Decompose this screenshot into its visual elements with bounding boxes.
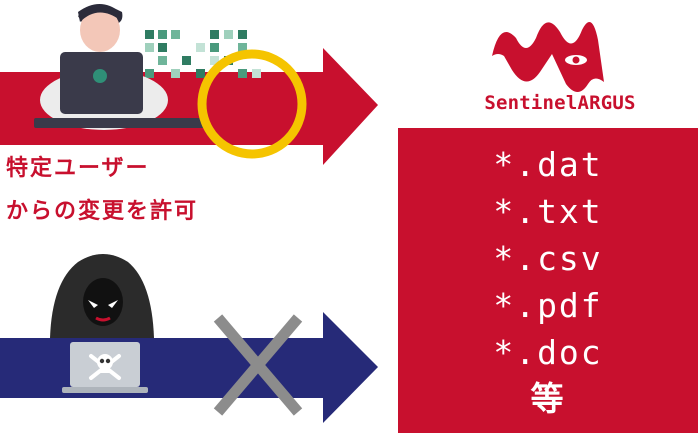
skull-crossbones-icon (89, 354, 121, 380)
extension-list-panel: *.dat *.txt *.csv *.pdf *.doc 等 (398, 128, 698, 433)
sentinelargus-logo-icon (492, 22, 604, 92)
authorized-user-illustration (34, 4, 206, 130)
extensions-suffix: 等 (530, 379, 566, 418)
extension-item: *.csv (493, 239, 603, 278)
extension-item: *.txt (493, 192, 603, 231)
caption-line-2: からの変更を許可 (6, 199, 199, 224)
extension-item: *.pdf (493, 286, 603, 325)
extension-item: *.dat (493, 145, 603, 184)
caption-line-1: 特定ユーザー (6, 156, 150, 181)
data-pixels-decoration (145, 30, 261, 78)
deny-cross-icon (213, 314, 303, 416)
extension-item: *.doc (493, 333, 603, 372)
allow-circle-icon (197, 49, 307, 159)
brand-name: SentinelARGUS (484, 92, 636, 114)
attacker-illustration (50, 254, 154, 393)
